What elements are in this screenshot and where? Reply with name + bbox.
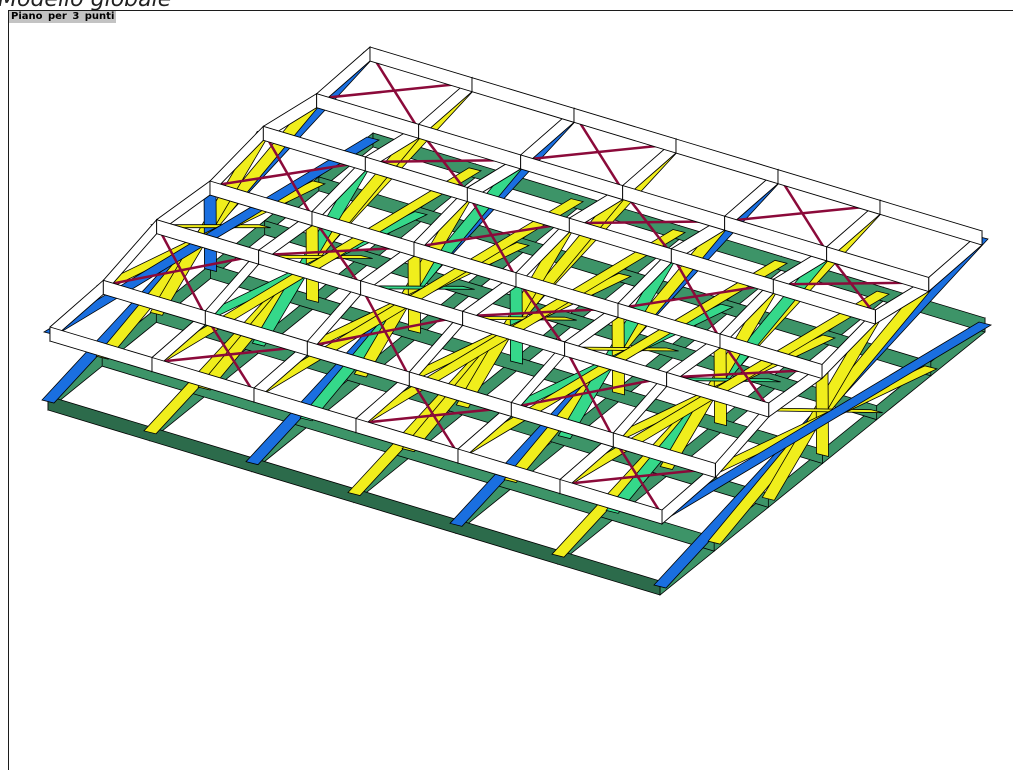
roof-beam <box>777 169 881 215</box>
roof-beam <box>719 333 823 380</box>
view-mode-label[interactable]: Piano per 3 punti <box>9 11 117 23</box>
roof-beam <box>826 246 930 293</box>
roof-beam <box>666 371 770 418</box>
bracing-rod <box>617 283 774 310</box>
bracing-rod <box>151 345 308 364</box>
bracing-rod <box>103 253 259 287</box>
bracing-rod <box>209 160 366 188</box>
roof-beam <box>471 77 575 123</box>
roof-beam <box>772 278 876 325</box>
roof-beam <box>612 432 716 479</box>
bracing-rod <box>520 142 677 162</box>
bracing-rod <box>511 376 667 409</box>
model-viewport[interactable] <box>9 25 1013 763</box>
roof-beam <box>369 46 473 93</box>
bracing-rod <box>355 406 512 425</box>
bracing-rod <box>307 315 463 348</box>
roof-beam <box>573 107 677 154</box>
roof-beam <box>316 93 420 139</box>
roof-frame <box>49 46 983 525</box>
roof-beam <box>559 478 663 525</box>
bracing-rod <box>559 467 716 486</box>
bracing-rod <box>316 81 473 100</box>
roof-beam <box>675 138 779 185</box>
bracing-rod <box>724 204 881 223</box>
bracing-rod <box>413 221 570 249</box>
roof-beam <box>879 199 983 246</box>
window-title: Modello globale <box>0 0 171 11</box>
viewport-frame <box>8 10 1013 770</box>
structure-3d-view <box>41 46 993 596</box>
